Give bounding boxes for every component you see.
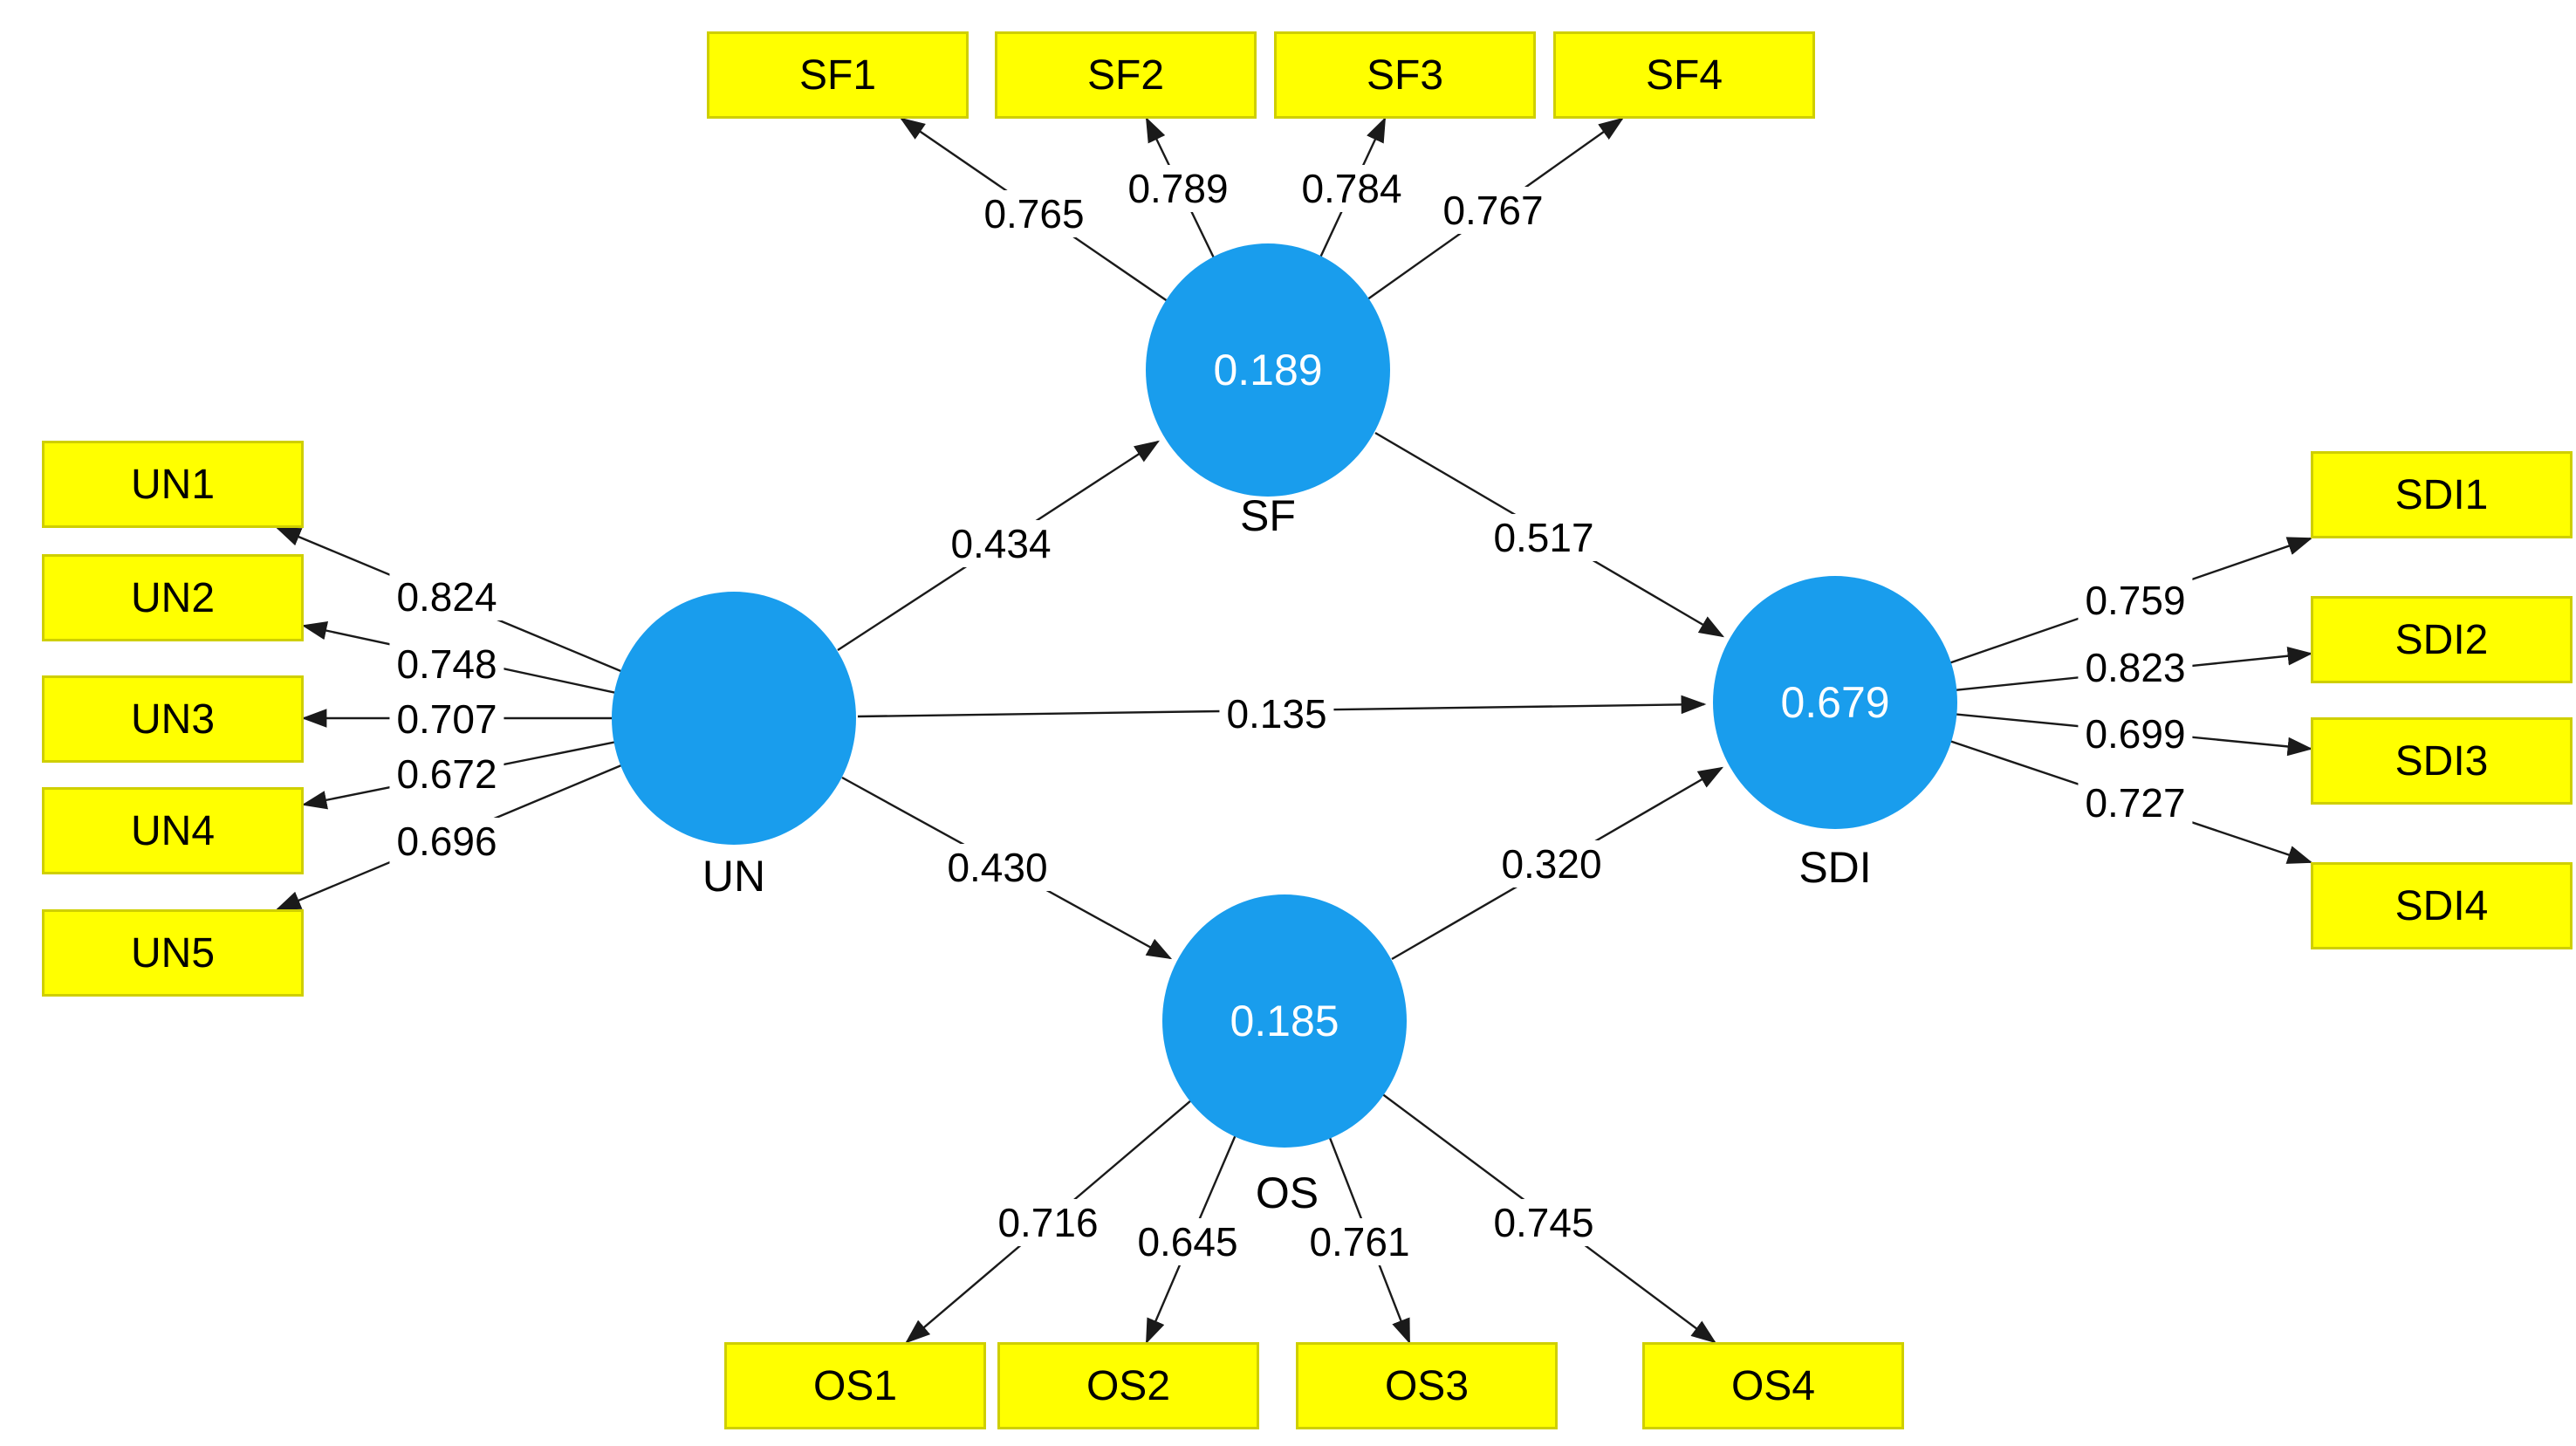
latent-sf-r-squared: 0.189 <box>1213 346 1323 394</box>
latent-sf[interactable]: 0.189 <box>1146 243 1390 497</box>
indicator-sf4[interactable]: SF4 <box>1553 31 1815 119</box>
latent-sf-name: SF <box>1240 491 1296 540</box>
indicator-os2[interactable]: OS2 <box>997 1342 1259 1429</box>
latent-sdi-r-squared: 0.679 <box>1780 678 1890 727</box>
latent-os-name: OS <box>1255 1168 1319 1217</box>
indicator-sdi3[interactable]: SDI3 <box>2311 717 2573 805</box>
indicator-un5[interactable]: UN5 <box>42 909 304 997</box>
loading-sf3: 0.784 <box>1294 165 1409 212</box>
latent-os[interactable]: 0.185 <box>1162 894 1407 1148</box>
path-sf-sdi-coefficient: 0.517 <box>1486 514 1601 561</box>
latent-sdi-name: SDI <box>1798 843 1872 892</box>
indicator-sf2[interactable]: SF2 <box>995 31 1257 119</box>
indicator-sdi2[interactable]: SDI2 <box>2311 596 2573 683</box>
path-un-sdi-coefficient: 0.135 <box>1219 690 1334 737</box>
indicator-sdi4[interactable]: SDI4 <box>2311 862 2573 949</box>
loading-sdi4: 0.727 <box>2078 779 2193 826</box>
indicator-un1[interactable]: UN1 <box>42 441 304 528</box>
indicator-os3[interactable]: OS3 <box>1296 1342 1558 1429</box>
loading-os3: 0.761 <box>1302 1218 1417 1265</box>
loading-un4: 0.672 <box>389 750 504 798</box>
indicator-os1[interactable]: OS1 <box>724 1342 986 1429</box>
loading-sdi1: 0.759 <box>2078 577 2193 624</box>
loading-os1: 0.716 <box>990 1199 1106 1246</box>
indicator-os4[interactable]: OS4 <box>1642 1342 1904 1429</box>
path-un-sf-coefficient: 0.434 <box>943 520 1058 567</box>
indicator-sf3[interactable]: SF3 <box>1274 31 1536 119</box>
loading-un5: 0.696 <box>389 818 504 865</box>
loading-sf2: 0.789 <box>1120 165 1236 212</box>
latent-un[interactable] <box>612 592 856 845</box>
indicator-un4[interactable]: UN4 <box>42 787 304 874</box>
path-un-os-coefficient: 0.430 <box>940 844 1055 891</box>
loading-un2: 0.748 <box>389 641 504 688</box>
path-os-sdi-coefficient: 0.320 <box>1494 840 1609 887</box>
loading-sdi2: 0.823 <box>2078 644 2193 691</box>
loading-os2: 0.645 <box>1130 1218 1245 1265</box>
indicator-sf1[interactable]: SF1 <box>707 31 969 119</box>
latent-sdi[interactable]: 0.679 <box>1713 576 1957 829</box>
loading-os4: 0.745 <box>1486 1199 1601 1246</box>
indicator-sdi1[interactable]: SDI1 <box>2311 451 2573 538</box>
loading-un1: 0.824 <box>389 573 504 620</box>
indicator-un2[interactable]: UN2 <box>42 554 304 641</box>
loading-un3: 0.707 <box>389 696 504 743</box>
latent-un-name: UN <box>702 852 766 901</box>
latent-os-r-squared: 0.185 <box>1230 997 1339 1045</box>
loading-sdi3: 0.699 <box>2078 710 2193 757</box>
indicator-un3[interactable]: UN3 <box>42 675 304 763</box>
loading-sf1: 0.765 <box>976 190 1092 237</box>
loading-sf4: 0.767 <box>1435 187 1551 234</box>
